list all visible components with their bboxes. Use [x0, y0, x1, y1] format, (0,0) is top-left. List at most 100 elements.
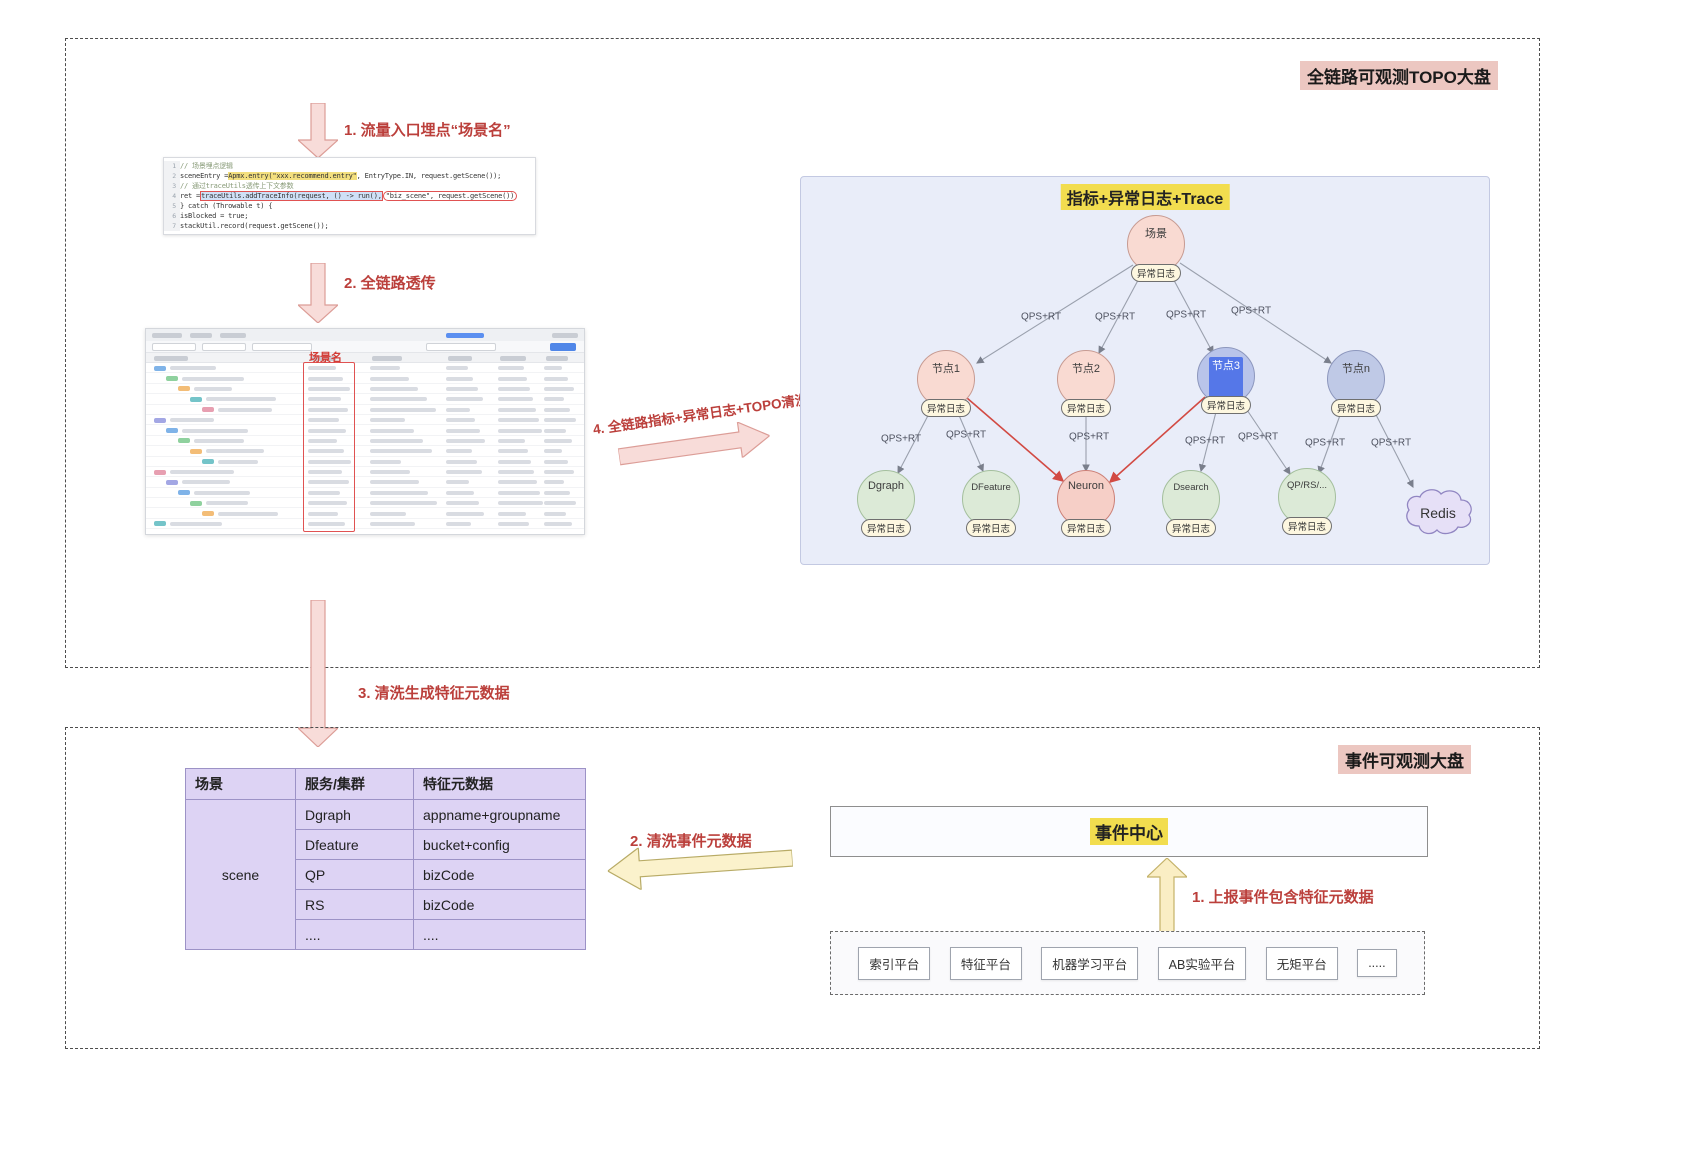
trace-scene-bar: [308, 511, 338, 516]
service-cell: Dgraph: [295, 799, 414, 830]
trace-cell-bar: [498, 449, 528, 454]
step2-label: 2. 全链路透传: [344, 275, 436, 292]
trace-cell-bar: [206, 501, 248, 506]
exception-log-badge: 异常日志: [920, 399, 972, 417]
trace-toolbar: [146, 341, 584, 353]
exception-log-badge: 异常日志: [965, 519, 1017, 537]
platform-item: 特征平台: [949, 946, 1022, 980]
table-row: RS bizCode: [186, 889, 586, 920]
edge-label-qps-rt: QPS+RT: [945, 429, 987, 441]
trace-scene-bar: [308, 386, 350, 391]
trace-scene-bar: [308, 501, 347, 506]
trace-cell-bar: [182, 428, 248, 433]
trace-row: [146, 384, 584, 395]
trace-row: [146, 425, 584, 436]
trace-row: [146, 394, 584, 405]
trace-cell-bar: [446, 470, 482, 475]
left-arrow-icon: [606, 846, 794, 891]
trace-cell-bar: [218, 511, 278, 516]
line-number: 7: [164, 221, 180, 231]
trace-cell-bar: [498, 366, 524, 371]
trace-cell-bar: [446, 449, 472, 454]
trace-cell-bar: [544, 522, 572, 527]
code-line: 3// 通过traceUtils透传上下文参数: [164, 181, 535, 191]
toolbar-bar: [152, 332, 182, 338]
trace-cell-bar: [446, 490, 474, 495]
event-step2-label: 2. 清洗事件元数据: [630, 833, 752, 850]
trace-cell-bar: [498, 522, 529, 527]
service-cell: RS: [295, 889, 414, 920]
topo-node-label: Dgraph: [867, 480, 905, 492]
trace-cell-bar: [370, 449, 432, 454]
table-header-row: 场景 服务/集群 特征元数据: [185, 768, 586, 800]
trace-tag: [154, 469, 166, 475]
trace-cell-bar: [170, 522, 222, 527]
edge-label-qps-rt: QPS+RT: [1370, 437, 1412, 449]
trace-cell-bar: [218, 459, 258, 464]
topo-node-scene: 场景 异常日志: [1127, 215, 1185, 282]
trace-cell-bar: [498, 490, 540, 495]
trace-row: [146, 498, 584, 509]
trace-scene-bar: [308, 449, 344, 454]
trace-cell-bar: [446, 438, 485, 443]
topo-node-redis: Redis: [1400, 486, 1476, 540]
trace-scene-bar: [308, 480, 349, 485]
trace-cell-bar: [498, 459, 531, 464]
trace-cell-bar: [370, 386, 418, 391]
column-header-bar: [154, 355, 188, 361]
trace-cell-bar: [370, 470, 410, 475]
trace-cell-bar: [544, 407, 570, 412]
event-dashboard-title: 事件可观测大盘: [1338, 745, 1471, 774]
topo-node-noden: 节点n 异常日志: [1327, 350, 1385, 417]
trace-cell-bar: [194, 490, 250, 495]
trace-cell-bar: [370, 418, 405, 423]
meta-cell: bizCode: [413, 889, 586, 920]
trace-cell-bar: [498, 407, 536, 412]
platform-item: .....: [1357, 949, 1397, 977]
meta-cell: ....: [413, 919, 586, 950]
exception-log-badge: 异常日志: [1200, 396, 1252, 414]
topo-node-label: Dsearch: [1173, 482, 1209, 493]
code-text-highlighted: Apmx.entry("xxx.recommend.entry": [228, 172, 357, 180]
trace-cell-bar: [446, 407, 470, 412]
trace-scene-bar: [308, 428, 346, 433]
exception-log-badge: 异常日志: [1281, 517, 1333, 535]
trace-scene-bar: [308, 470, 342, 475]
trace-cell-bar: [370, 366, 400, 371]
trace-row: [146, 488, 584, 499]
trace-screenshot: 场景名: [145, 328, 585, 535]
trace-scene-bar: [308, 397, 341, 402]
trace-cell-bar: [370, 428, 414, 433]
trace-cell-bar: [170, 366, 216, 371]
filter-input: [426, 343, 496, 351]
topo-dashboard-title: 全链路可观测TOPO大盘: [1300, 61, 1498, 90]
trace-cell-bar: [544, 438, 572, 443]
code-text-boxed: "biz_scene", request.getScene()): [382, 191, 518, 201]
report-up-arrow-icon: [1147, 858, 1187, 935]
table-row: QP bizCode: [186, 859, 586, 890]
toolbar-bar: [446, 332, 484, 338]
code-text: , EntryType.IN, request.getScene());: [356, 172, 502, 180]
trace-cell-bar: [446, 511, 484, 516]
trace-tag: [202, 511, 214, 517]
topo-node-dsearch: Dsearch 异常日志: [1162, 470, 1220, 537]
edge-label-qps-rt: QPS+RT: [1237, 431, 1279, 443]
service-cell: ....: [295, 919, 414, 950]
trace-cell-bar: [498, 480, 537, 485]
cloud-icon: [1406, 489, 1472, 535]
topo-node-label: Redis: [1420, 505, 1456, 521]
line-number: 3: [164, 181, 180, 191]
trace-cell-bar: [446, 366, 468, 371]
column-header-bar: [448, 355, 472, 361]
line-number: 2: [164, 171, 180, 181]
step4-group: 4. 全链路指标+异常日志+TOPO清洗: [591, 385, 838, 483]
platform-item: 无矩平台: [1265, 946, 1338, 980]
trace-cell-bar: [446, 418, 475, 423]
trace-scene-bar: [308, 376, 343, 381]
edge-label-qps-rt: QPS+RT: [1230, 305, 1272, 317]
code-text: // 通过traceUtils透传上下文参数: [180, 182, 294, 190]
event-center-title: 事件中心: [1090, 818, 1168, 845]
